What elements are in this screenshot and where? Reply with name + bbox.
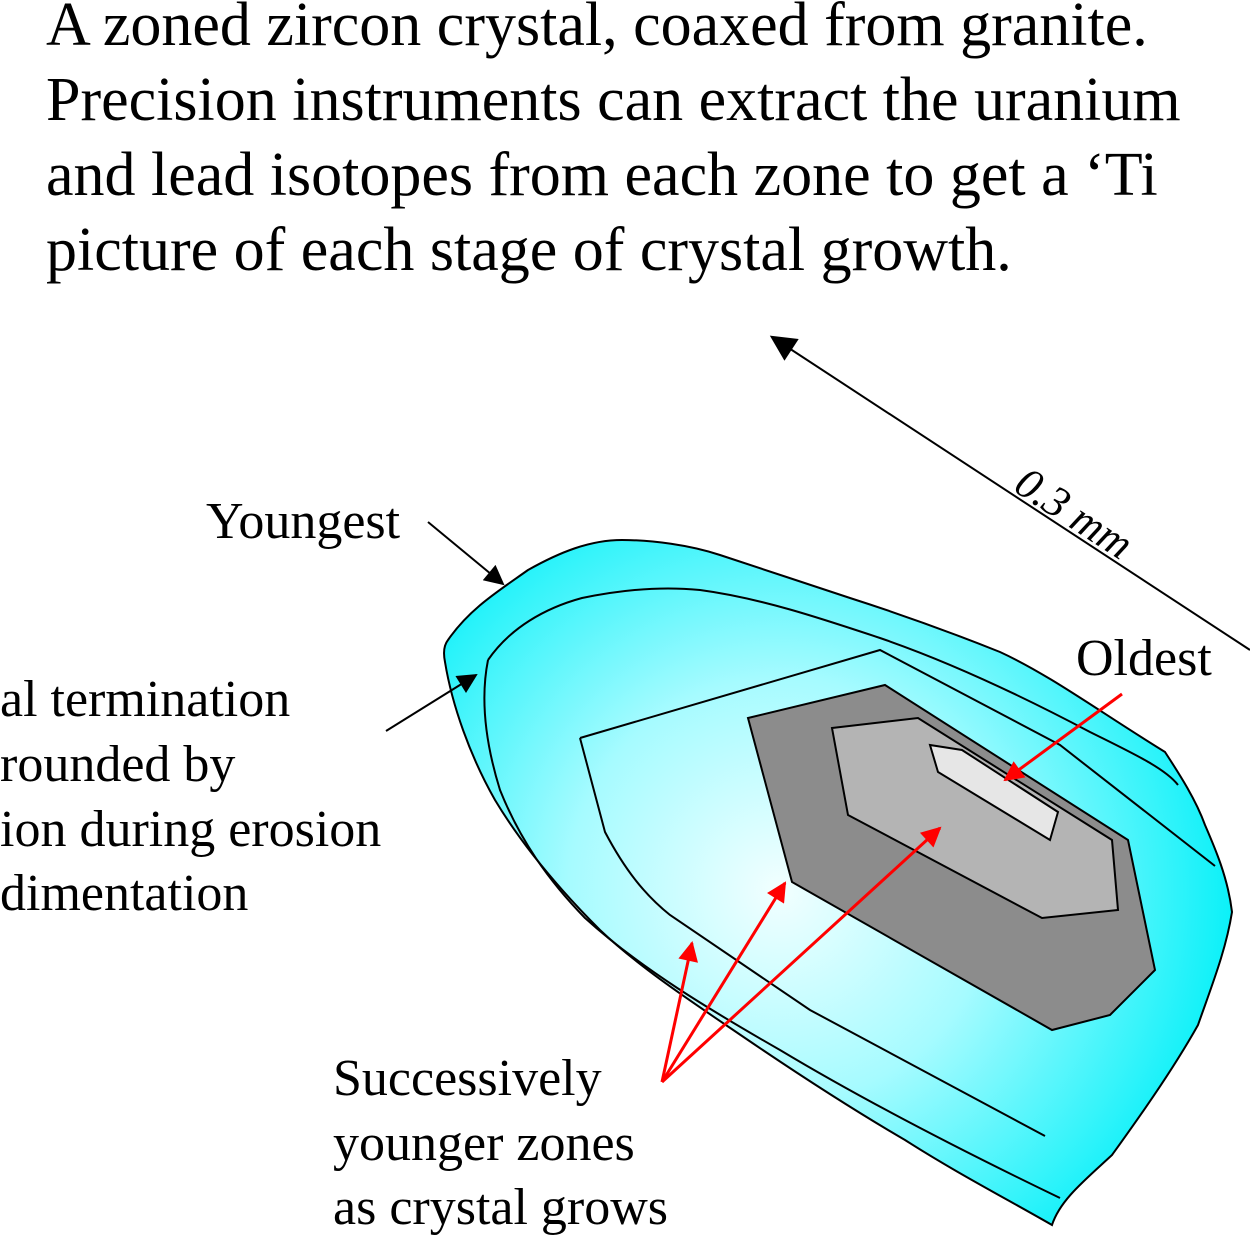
zones-arrow-3 <box>660 826 942 1084</box>
termination-arrow <box>385 673 478 732</box>
zircon-crystal <box>443 538 1234 1227</box>
oldest-core-zone <box>928 743 1060 842</box>
intro-line-4: picture of each stage of crystal growth. <box>46 216 1012 284</box>
oldest-arrow <box>1003 692 1123 782</box>
scale-arrow <box>769 335 1250 651</box>
oldest-callout: Oldest <box>1003 630 1212 782</box>
zone-boundary-inner-lower <box>579 737 1046 1137</box>
zone-boundary-outer <box>487 587 1179 786</box>
oldest-label: Oldest <box>1076 630 1212 687</box>
scale-label: 0.3 mm <box>1007 457 1142 569</box>
zones-arrow-1 <box>660 941 698 1083</box>
termination-callout: al termination rounded by ion during ero… <box>0 671 478 922</box>
zone-boundary-inner <box>579 648 1216 867</box>
intro-text: A zoned zircon crystal, coaxed from gran… <box>46 0 1181 284</box>
zones-line-3: as crystal grows <box>333 1179 668 1236</box>
zone-boundary-outer-lower <box>483 659 1061 1199</box>
zones-line-1: Successively <box>333 1050 602 1107</box>
youngest-callout: Youngest <box>206 493 505 586</box>
termination-line-2: rounded by <box>0 736 235 793</box>
intro-line-3: and lead isotopes from each zone to get … <box>46 141 1158 209</box>
zones-line-2: younger zones <box>333 1115 635 1172</box>
zones-callout: Successively younger zones as crystal gr… <box>333 826 942 1236</box>
termination-line-1: al termination <box>0 671 290 728</box>
termination-line-4: dimentation <box>0 865 248 922</box>
youngest-label: Youngest <box>206 493 401 550</box>
mid-core-zone <box>830 716 1120 920</box>
zones-arrow-2 <box>660 881 787 1083</box>
termination-line-3: ion during erosion <box>0 801 381 858</box>
youngest-arrow <box>427 521 505 586</box>
intro-line-1: A zoned zircon crystal, coaxed from gran… <box>46 0 1148 59</box>
intro-line-2: Precision instruments can extract the ur… <box>46 66 1181 134</box>
